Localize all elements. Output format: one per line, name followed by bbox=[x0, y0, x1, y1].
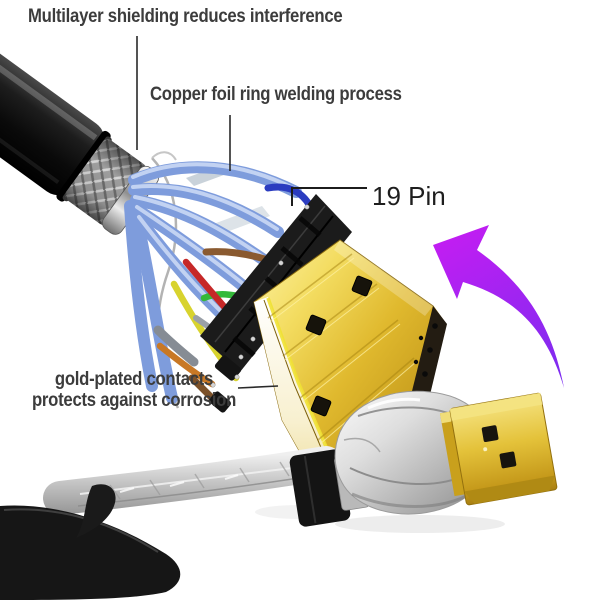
wire-orange bbox=[156, 342, 216, 388]
label-gold-contacts-line2: protects against corrosion bbox=[31, 390, 237, 411]
gold-plug-tip bbox=[449, 392, 558, 506]
label-gold-contacts-line1: gold-plated contacts bbox=[54, 369, 214, 390]
cable-outer-jacket bbox=[0, 0, 105, 196]
curved-arrow-icon bbox=[433, 225, 564, 388]
label-gold-plated-contacts: gold-plated contacts protects against co… bbox=[32, 369, 236, 411]
wire-gray-stub bbox=[153, 325, 199, 367]
label-19-pin: 19 Pin bbox=[372, 181, 446, 211]
assembled-connector bbox=[0, 390, 558, 600]
label-copper-foil-ring: Copper foil ring welding process bbox=[150, 84, 402, 105]
strain-collar bbox=[289, 449, 351, 527]
cable-jacket-bottom bbox=[0, 505, 181, 600]
label-multilayer-shielding: Multilayer shielding reduces interferenc… bbox=[28, 6, 343, 27]
wire-highlights bbox=[131, 162, 297, 321]
callout-line-gold-contacts bbox=[237, 385, 279, 389]
wire-blue-dark bbox=[264, 183, 314, 210]
jacket-peel-flare bbox=[76, 484, 116, 538]
wire-clamp-blocks bbox=[209, 355, 242, 413]
callout-bracket-19pin bbox=[291, 187, 367, 206]
latch-holes bbox=[305, 275, 373, 417]
